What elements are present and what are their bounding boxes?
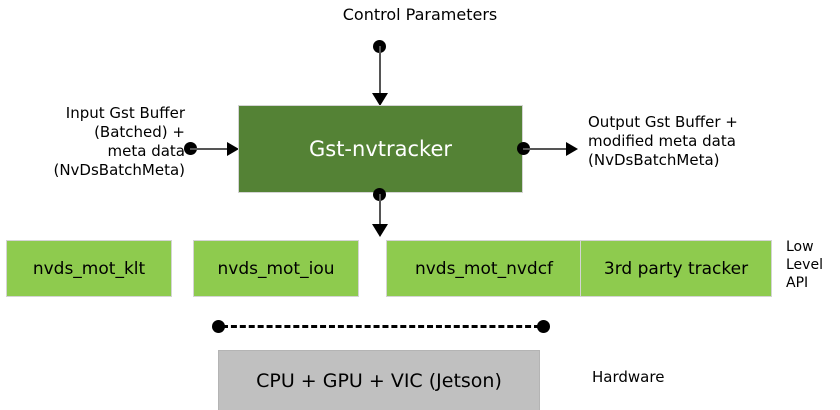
gst-nvtracker-box[interactable]: Gst-nvtracker — [238, 105, 523, 193]
output-arrow-icon — [566, 142, 578, 156]
control-parameters-label: Control Parameters — [342, 5, 498, 24]
hardware-box[interactable]: CPU + GPU + VIC (Jetson) — [218, 350, 540, 410]
low-level-api-label: Low Level API — [786, 239, 823, 291]
low-level-box-nvds-mot-iou[interactable]: nvds_mot_iou — [193, 240, 359, 297]
low-level-arrow-icon — [372, 224, 388, 237]
hardware-connector-dot-left — [212, 320, 225, 333]
low-level-box-nvds-mot-klt[interactable]: nvds_mot_klt — [6, 240, 172, 297]
control-parameters-arrow-icon — [372, 93, 388, 106]
control-parameters-connector-line — [379, 46, 381, 94]
low-level-box-3rd-party-tracker[interactable]: 3rd party tracker — [580, 240, 772, 297]
hardware-dashed-connector — [222, 325, 540, 328]
input-connector-line — [190, 148, 230, 150]
hardware-connector-dot-right — [537, 320, 550, 333]
hardware-label: Hardware — [592, 368, 665, 386]
input-buffer-label: Input Gst Buffer (Batched) + meta data (… — [53, 104, 185, 179]
output-connector-line — [523, 148, 567, 150]
low-level-connector-line — [379, 194, 381, 227]
low-level-box-nvds-mot-nvdcf[interactable]: nvds_mot_nvdcf — [386, 240, 582, 297]
input-arrow-icon — [227, 142, 239, 156]
output-buffer-label: Output Gst Buffer + modified meta data (… — [588, 113, 738, 169]
